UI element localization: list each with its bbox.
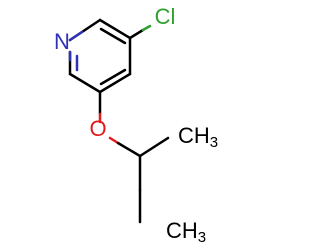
bond-ch-ch3-top: [138, 136, 170, 158]
atom-n-label: N: [54, 29, 70, 54]
atom-cl-label: Cl: [155, 4, 176, 29]
bond-c4-c5: [98, 72, 132, 94]
atom-ch3-top-label: CH3: [178, 123, 218, 151]
structure-canvas: N Cl O CH3 CH3: [54, 3, 219, 246]
bond-c3-cl-color: [141, 24, 152, 32]
atom-o-label: O: [89, 116, 106, 141]
atom-ch3-top-main: CH: [178, 123, 210, 148]
bond-o-ch: [116, 141, 142, 158]
atom-ch3-bottom-label: CH3: [166, 218, 206, 246]
atom-ch3-top-sub: 3: [210, 134, 218, 151]
bond-o-ch-color: [108, 136, 120, 145]
bond-c4-c5-double: [99, 68, 127, 86]
bond-c5-c6: [68, 72, 102, 94]
bond-c2-c3: [98, 18, 132, 40]
bond-n-c2-color: [68, 30, 84, 42]
atom-ch3-bottom-main: CH: [166, 218, 198, 243]
molecule-structure: N Cl O CH3 CH3: [54, 4, 218, 246]
bond-c2-c3-double: [99, 27, 127, 45]
bond-c3-cl: [128, 28, 145, 40]
atom-ch3-bottom-sub: 3: [198, 229, 206, 246]
